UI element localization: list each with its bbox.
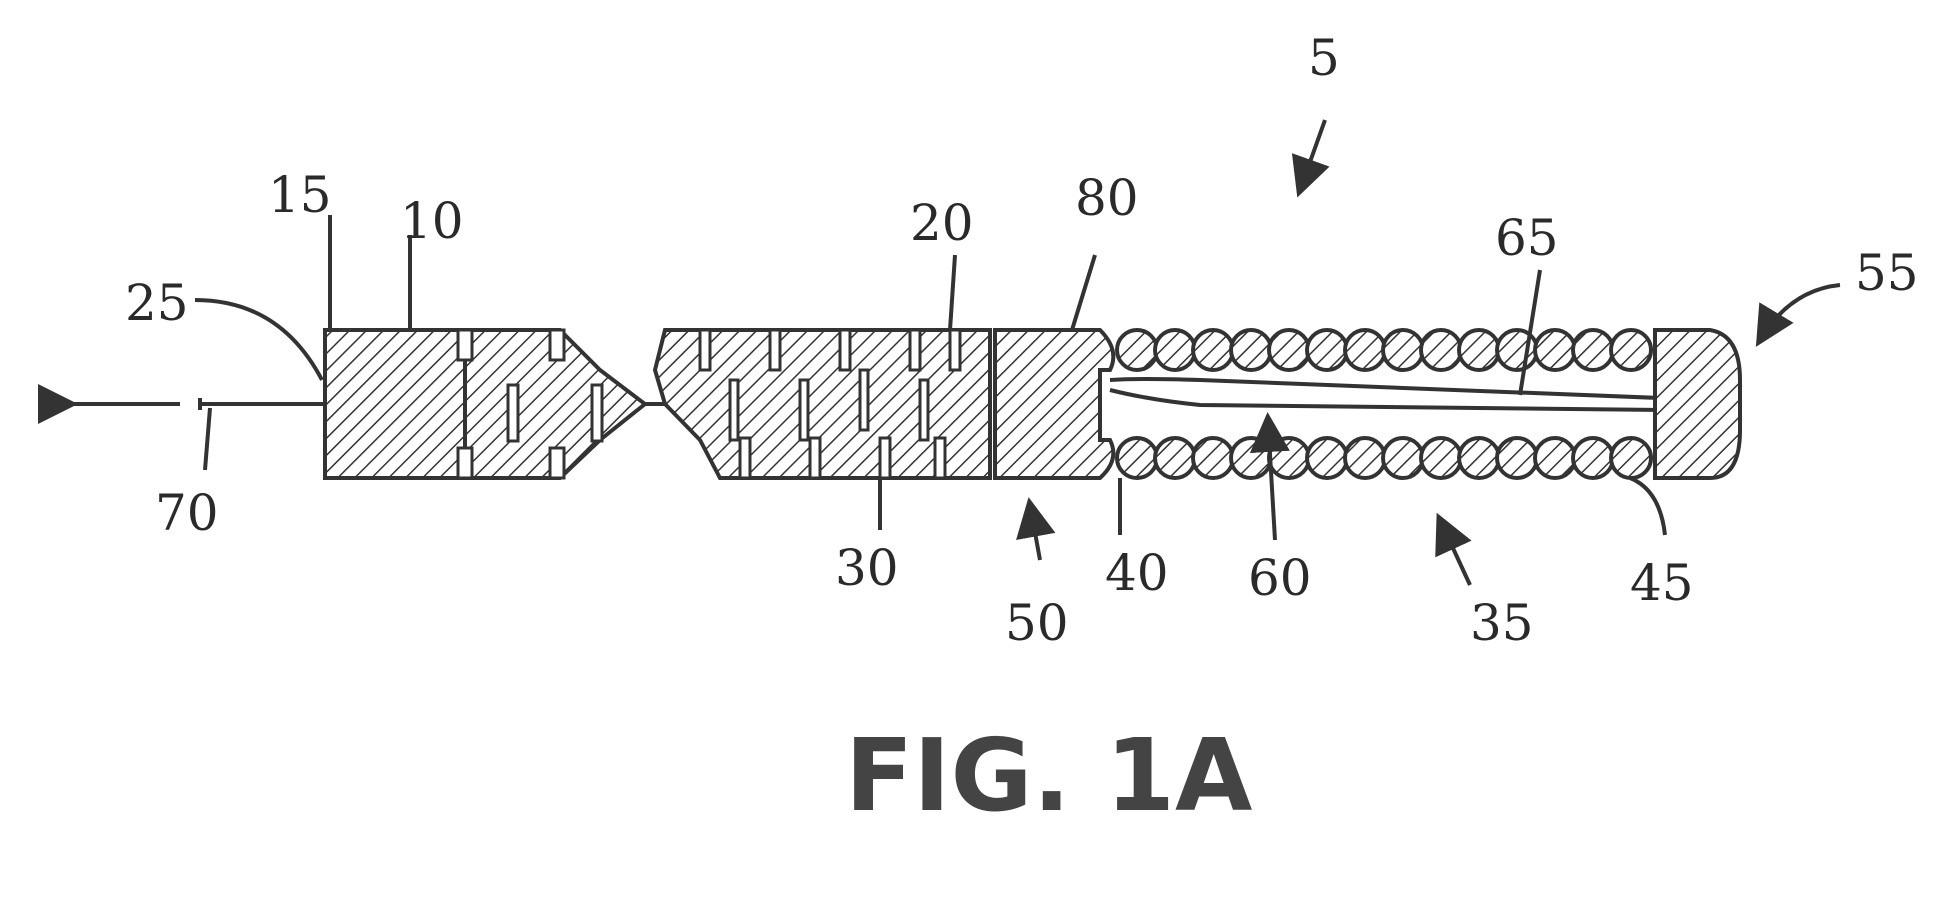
figure-caption: FIG. 1A bbox=[845, 717, 1252, 834]
label-50: 50 bbox=[1005, 594, 1069, 652]
label-25: 25 bbox=[125, 274, 189, 332]
pull-wire bbox=[70, 398, 325, 410]
inner-wires bbox=[1110, 379, 1660, 410]
intermediate-segment bbox=[655, 330, 990, 478]
label-40: 40 bbox=[1105, 544, 1169, 602]
distal-block bbox=[995, 330, 1113, 478]
label-60: 60 bbox=[1248, 549, 1312, 607]
label-65: 65 bbox=[1495, 209, 1559, 267]
label-15: 15 bbox=[268, 166, 332, 224]
coil-bottom bbox=[1117, 438, 1651, 478]
label-80: 80 bbox=[1075, 169, 1139, 227]
proximal-segment bbox=[325, 330, 645, 478]
label-45: 45 bbox=[1630, 554, 1694, 612]
label-35: 35 bbox=[1470, 594, 1534, 652]
label-55: 55 bbox=[1855, 244, 1919, 302]
label-70: 70 bbox=[155, 484, 219, 542]
label-5: 5 bbox=[1308, 29, 1340, 87]
coil-top bbox=[1117, 330, 1651, 370]
distal-tip bbox=[1655, 330, 1740, 478]
label-10: 10 bbox=[400, 192, 464, 250]
label-30: 30 bbox=[835, 539, 899, 597]
label-20: 20 bbox=[910, 194, 974, 252]
